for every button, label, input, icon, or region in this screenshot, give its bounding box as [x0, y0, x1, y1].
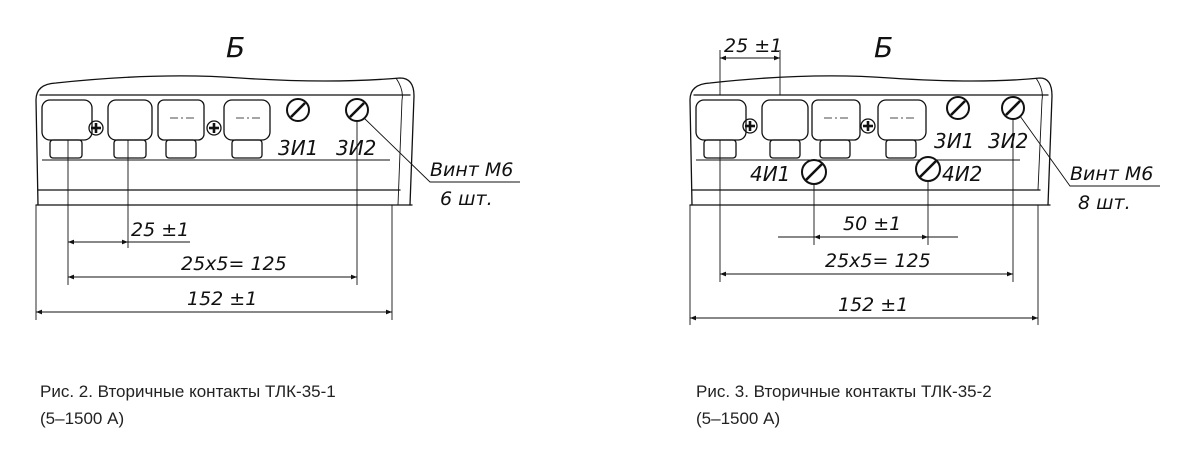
screw-4i1: [801, 159, 827, 185]
view-label: Б: [226, 31, 245, 64]
extension-lines: [689, 120, 1039, 325]
screw-leader-line: [1019, 115, 1160, 187]
terminal-label-4i1: 4И1: [750, 162, 790, 186]
terminal-label-3i2: 3И2: [988, 129, 1028, 153]
caption-line-2: (5–1500 А): [40, 409, 125, 428]
dim-text-125: 25x5= 125: [181, 253, 287, 275]
caption-line-2: (5–1500 А): [696, 409, 781, 428]
screw-callout-count: 6 шт.: [440, 188, 493, 210]
screw-3i1: [946, 96, 970, 120]
terminal-blocks: [695, 99, 927, 159]
extension-lines: [35, 122, 393, 320]
figure-3: Б 25 ±1: [660, 0, 1200, 457]
screw-3i2: [1001, 96, 1025, 120]
screw-callout-text: Винт М6: [430, 159, 513, 181]
figure-caption: Рис. 2. Вторичные контакты ТЛК-35-1 (5–1…: [40, 378, 336, 432]
terminal-housing: [35, 75, 415, 206]
dim-text-25: 25 ±1: [131, 219, 189, 241]
screw-3i1: [286, 98, 310, 122]
terminal-housing: [689, 75, 1053, 206]
screw-4i2: [915, 156, 941, 182]
view-label: Б: [874, 31, 893, 64]
figure-caption: Рис. 3. Вторичные контакты ТЛК-35-2 (5–1…: [696, 378, 992, 432]
screw-leader-line: [363, 117, 520, 183]
screw-callout-text: Винт М6: [1070, 163, 1153, 185]
terminal-label-4i2: 4И2: [942, 162, 982, 186]
terminal-blocks: [41, 99, 271, 159]
caption-line-1: Рис. 2. Вторичные контакты ТЛК-35-1: [40, 382, 336, 401]
figure-2: Б: [35, 31, 520, 432]
screw-3i2: [345, 98, 369, 122]
dim-text-top-25: 25 ±1: [724, 35, 782, 57]
terminal-label-3i1: 3И1: [278, 136, 318, 160]
screw-callout-count: 8 шт.: [1078, 192, 1131, 214]
caption-line-1: Рис. 3. Вторичные контакты ТЛК-35-2: [696, 382, 992, 401]
dim-text-50: 50 ±1: [843, 213, 901, 235]
terminal-label-3i2: 3И2: [336, 136, 376, 160]
terminal-label-3i1: 3И1: [934, 129, 974, 153]
dim-text-152: 152 ±1: [838, 294, 908, 316]
drawing-tlk-35-1: Б: [35, 31, 520, 320]
dim-text-125: 25x5= 125: [825, 250, 931, 272]
dim-text-152: 152 ±1: [187, 288, 257, 310]
drawing-tlk-35-2: Б 25 ±1: [689, 31, 1160, 325]
